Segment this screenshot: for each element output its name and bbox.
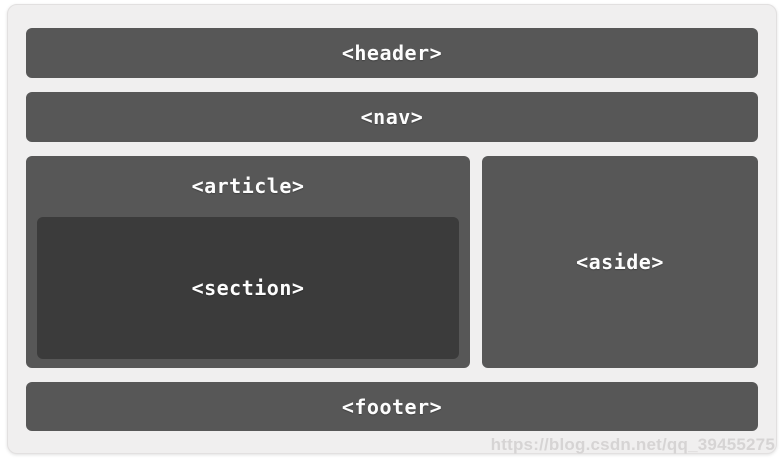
nav-box-label: <nav> <box>360 105 424 129</box>
content-row: <article> <section> <aside> <box>26 156 758 368</box>
article-box: <article> <section> <box>26 156 470 368</box>
section-box: <section> <box>37 217 459 359</box>
page-outline-panel: <header> <nav> <article> <section> <asid… <box>7 4 777 454</box>
header-box-label: <header> <box>341 41 443 65</box>
article-box-label: <article> <box>191 174 305 198</box>
section-box-label: <section> <box>191 276 305 300</box>
footer-box: <footer> <box>26 382 758 431</box>
nav-box: <nav> <box>26 92 758 142</box>
aside-box-label: <aside> <box>576 250 664 274</box>
header-box: <header> <box>26 28 758 78</box>
aside-box: <aside> <box>482 156 758 368</box>
footer-box-label: <footer> <box>341 394 443 419</box>
